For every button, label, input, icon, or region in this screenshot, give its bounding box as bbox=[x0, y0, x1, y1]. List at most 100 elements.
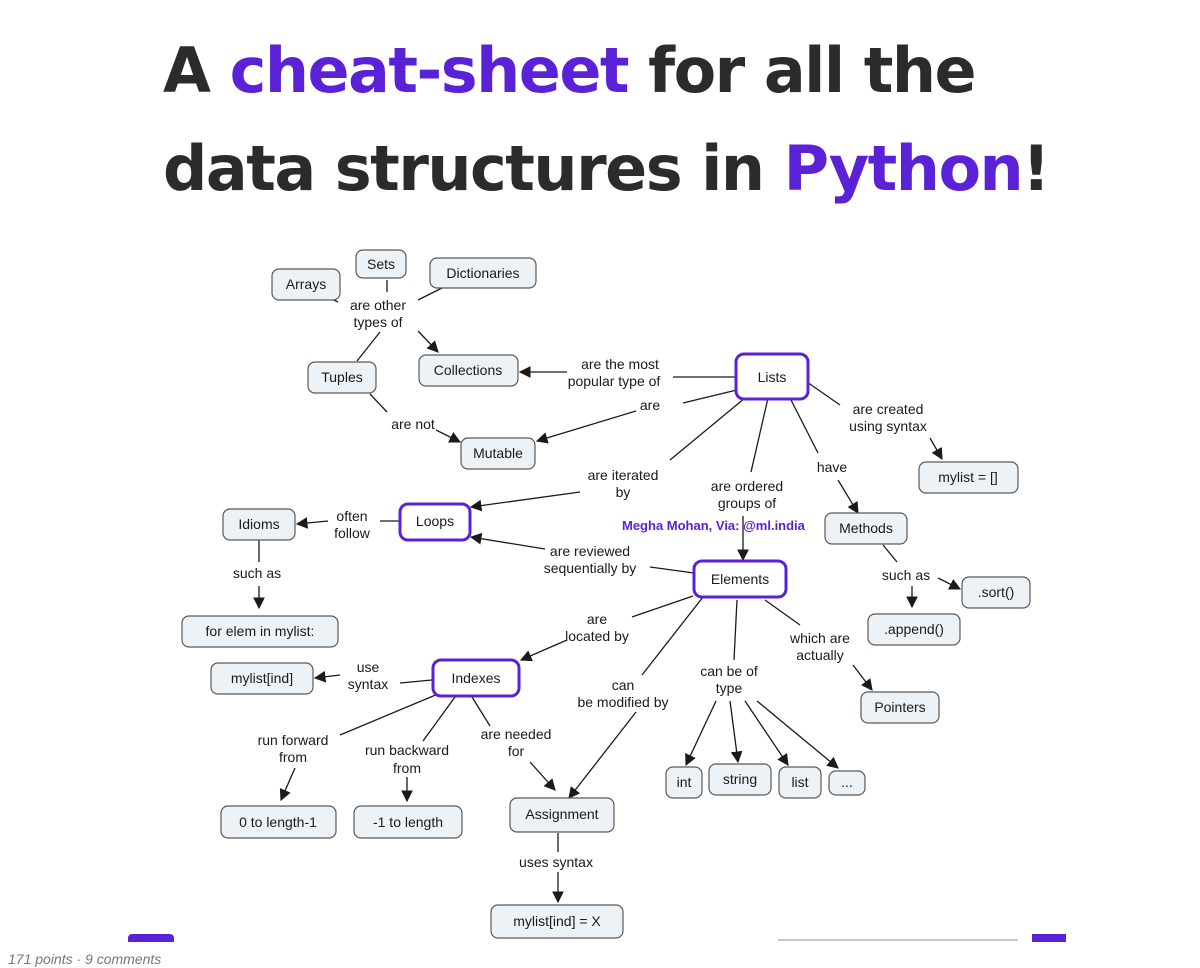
node-list: list bbox=[778, 766, 822, 799]
edge-label: are bbox=[640, 397, 660, 413]
edge-label: are reviewed bbox=[550, 543, 630, 559]
node-label: mylist[ind] bbox=[231, 670, 293, 686]
title-text: ! bbox=[1022, 132, 1050, 205]
brand-mark bbox=[1032, 934, 1066, 942]
node-label: .sort() bbox=[978, 584, 1015, 600]
edge-label: from bbox=[393, 760, 421, 776]
edge-label: are iterated bbox=[588, 467, 659, 483]
node-label: Tuples bbox=[321, 369, 363, 385]
edge-label: are the most bbox=[581, 356, 659, 372]
node-loops: Loops bbox=[398, 502, 472, 542]
node-mutable: Mutable bbox=[460, 437, 536, 470]
edge-label: such as bbox=[233, 565, 281, 581]
node-zero-to-length: 0 to length-1 bbox=[220, 805, 337, 839]
edge-label: for bbox=[508, 743, 525, 759]
title-accent: Python bbox=[783, 132, 1024, 205]
node-arrays: Arrays bbox=[271, 268, 341, 301]
node-append: .append() bbox=[867, 613, 961, 646]
node-pointers: Pointers bbox=[860, 691, 940, 724]
node-lists: Lists bbox=[734, 352, 810, 401]
node-dictionaries: Dictionaries bbox=[429, 257, 537, 289]
node-indexes: Indexes bbox=[431, 658, 521, 698]
node-label: Dictionaries bbox=[446, 265, 519, 281]
node-label: Elements bbox=[711, 571, 769, 587]
title-text: data structures in bbox=[163, 132, 784, 205]
node-elements: Elements bbox=[692, 559, 788, 599]
node-idioms: Idioms bbox=[222, 508, 296, 541]
node-label: 0 to length-1 bbox=[239, 814, 317, 830]
node-minus1-to-length: -1 to length bbox=[353, 805, 463, 839]
node-for-elem: for elem in mylist: bbox=[181, 615, 339, 648]
edge-label: can be of bbox=[700, 663, 758, 679]
node-int: int bbox=[665, 766, 703, 799]
node-label: string bbox=[723, 771, 757, 787]
node-label: Lists bbox=[758, 369, 787, 385]
bottom-branding bbox=[128, 934, 1078, 942]
edge-label: often bbox=[336, 508, 367, 524]
node-label: Pointers bbox=[874, 699, 925, 715]
node-label: Collections bbox=[434, 362, 502, 378]
node-label: mylist[ind] = X bbox=[513, 913, 601, 929]
node-label: Arrays bbox=[286, 276, 326, 292]
node-label: int bbox=[677, 774, 692, 790]
node-more: ... bbox=[828, 770, 866, 796]
node-label: .append() bbox=[884, 621, 944, 637]
node-label: list bbox=[791, 774, 808, 790]
node-label: Mutable bbox=[473, 445, 523, 461]
node-label: Loops bbox=[416, 513, 454, 529]
node-label: Assignment bbox=[525, 806, 598, 822]
edge-label: run backward bbox=[365, 742, 449, 758]
node-label: -1 to length bbox=[373, 814, 443, 830]
node-label: Indexes bbox=[451, 670, 500, 686]
credit-text: Megha Mohan, Via: @ml.india bbox=[622, 518, 806, 533]
node-methods: Methods bbox=[824, 512, 908, 545]
node-mylist-create: mylist = [] bbox=[918, 461, 1019, 494]
node-label: for elem in mylist: bbox=[206, 623, 315, 639]
edge-label: are created bbox=[853, 401, 924, 417]
edge-label: sequentially by bbox=[544, 560, 637, 576]
post-stats: 171 points · 9 comments bbox=[8, 951, 162, 967]
edge-label: using syntax bbox=[849, 418, 927, 434]
edge-label: such as bbox=[882, 567, 930, 583]
edge-label: have bbox=[817, 459, 848, 475]
edge-label: use bbox=[357, 659, 380, 675]
edge-label: syntax bbox=[348, 676, 388, 692]
edge-label: be modified by bbox=[577, 694, 668, 710]
connector-lines bbox=[253, 280, 962, 904]
node-string: string bbox=[708, 763, 772, 796]
node-sets: Sets bbox=[355, 249, 407, 279]
title-line-2: data structures in Python! bbox=[163, 130, 1063, 208]
edge-label: actually bbox=[796, 647, 843, 663]
node-sort: .sort() bbox=[961, 576, 1031, 609]
edge-label: are bbox=[587, 611, 607, 627]
title-accent: cheat-sheet bbox=[229, 34, 630, 107]
edge-label: are ordered bbox=[711, 478, 783, 494]
edge-label: groups of bbox=[718, 495, 776, 511]
divider bbox=[778, 939, 1018, 941]
node-assignment: Assignment bbox=[509, 797, 615, 833]
edge-label: from bbox=[279, 749, 307, 765]
node-label: Sets bbox=[367, 256, 395, 272]
edge-label: located by bbox=[565, 628, 629, 644]
edge-label: types of bbox=[353, 314, 402, 330]
edge-label: are needed bbox=[481, 726, 552, 742]
edge-label: by bbox=[616, 484, 631, 500]
node-label: Methods bbox=[839, 520, 893, 536]
node-collections: Collections bbox=[418, 354, 519, 387]
title-text: A bbox=[163, 34, 230, 107]
edge-label: are not bbox=[391, 416, 435, 432]
edge-label: run forward bbox=[258, 732, 329, 748]
brand-logo bbox=[128, 934, 174, 942]
edge-label: follow bbox=[334, 525, 371, 541]
edge-label: type bbox=[716, 680, 743, 696]
title-line-1: A cheat-sheet for all the bbox=[163, 32, 1063, 110]
edge-labels: are other types of are the most popular … bbox=[233, 297, 930, 870]
edge-label: uses syntax bbox=[519, 854, 593, 870]
node-label: Idioms bbox=[238, 516, 279, 532]
edge-label: are other bbox=[350, 297, 406, 313]
node-label: ... bbox=[841, 774, 853, 790]
node-mylist-ind: mylist[ind] bbox=[210, 662, 314, 695]
node-mylist-assign: mylist[ind] = X bbox=[490, 904, 624, 939]
node-label: mylist = [] bbox=[938, 469, 998, 485]
